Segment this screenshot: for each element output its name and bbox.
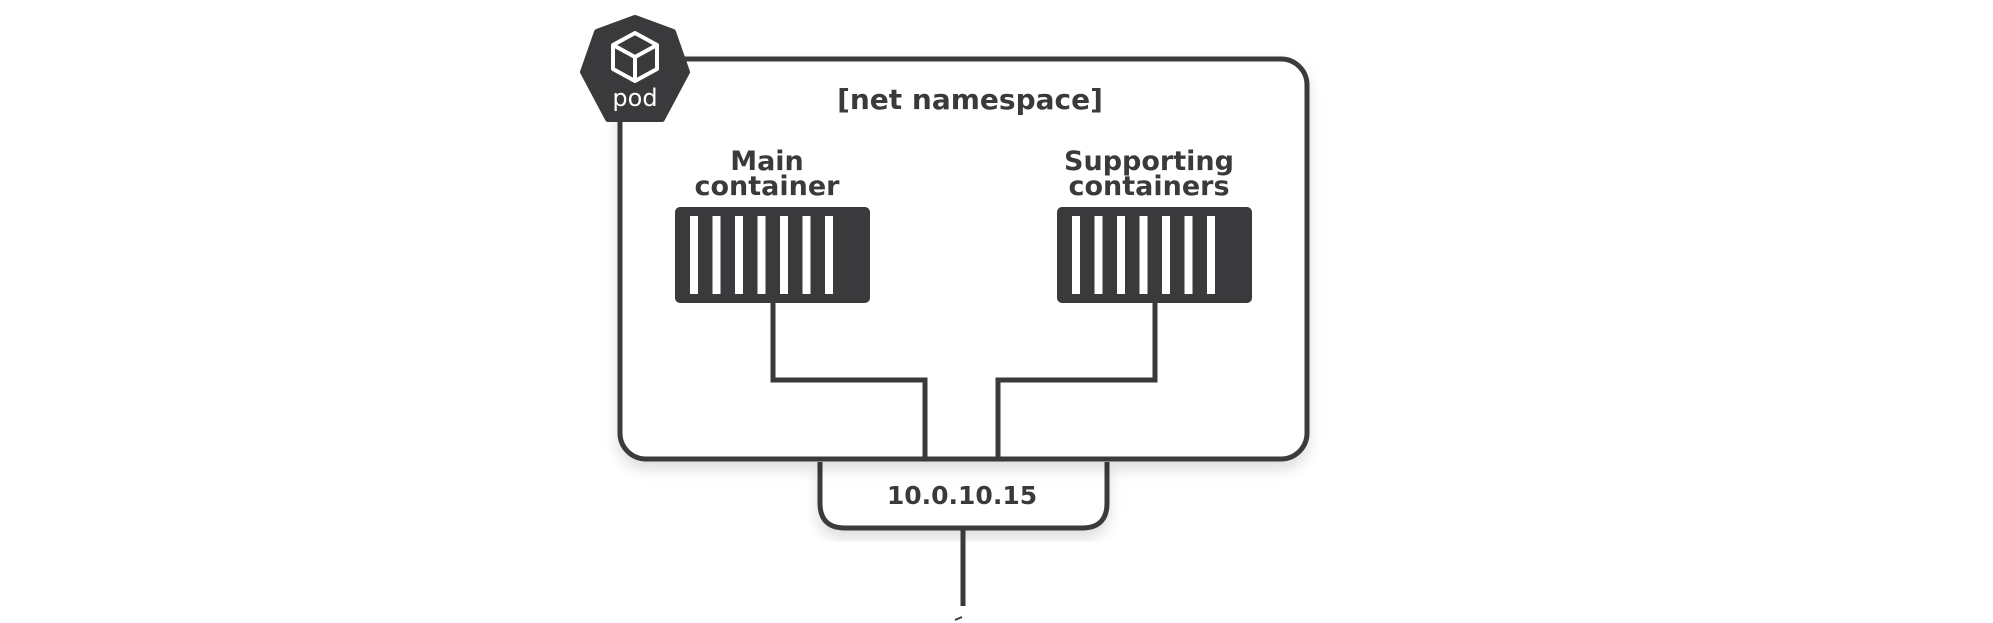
container-stripe: [735, 216, 743, 294]
cube-icon: [611, 31, 659, 83]
supporting-containers-stripes: [1072, 216, 1215, 294]
container-stripe: [825, 216, 833, 294]
supporting-containers-link: [995, 303, 1158, 457]
container-stripe: [1162, 216, 1170, 294]
container-stripe: [1072, 216, 1080, 294]
main-container-stripes: [690, 216, 833, 294]
supporting-containers-label-line1: Supporting: [1064, 146, 1234, 177]
pod-badge-label: pod: [612, 84, 657, 112]
namespace-label: [net namespace]: [837, 83, 1103, 116]
main-container-link: [770, 303, 928, 457]
uplink-line-tail: [954, 616, 963, 621]
container-stripe: [1207, 216, 1215, 294]
main-container-label-line1: Main: [730, 146, 804, 177]
ip-address-label: 10.0.10.15: [887, 481, 1037, 510]
pod-namespace-box: [617, 56, 1310, 462]
main-container-block: [675, 207, 870, 303]
container-stripe: [780, 216, 788, 294]
supporting-containers-label-line2: containers: [1068, 171, 1229, 202]
container-stripe: [1139, 216, 1148, 294]
container-stripe: [802, 216, 811, 294]
supporting-containers-body: [1057, 207, 1252, 303]
supporting-containers-block: [1057, 207, 1252, 303]
ip-address-box: [817, 462, 1110, 531]
main-container-label-line2: container: [694, 171, 840, 202]
container-stripe: [1117, 216, 1125, 294]
container-stripe: [1184, 216, 1193, 294]
pod-badge: pod: [580, 15, 690, 122]
container-stripe: [1094, 216, 1103, 294]
container-stripe: [690, 216, 698, 294]
container-stripe: [712, 216, 721, 294]
container-stripe: [757, 216, 766, 294]
main-container-body: [675, 207, 870, 303]
